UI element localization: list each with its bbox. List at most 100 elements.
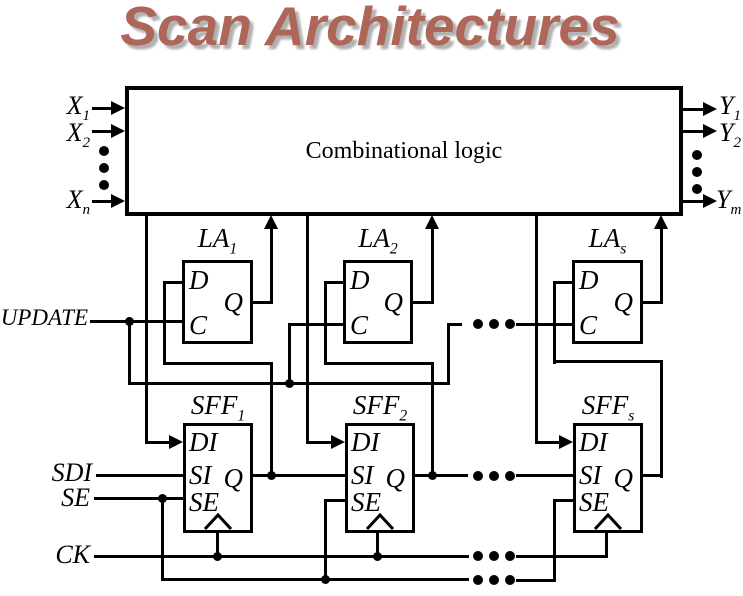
wire-feedback-s-down: [660, 360, 663, 478]
ellipsis-dot: [99, 163, 109, 173]
se-label: SE: [61, 483, 90, 512]
wire-ym: [683, 200, 705, 203]
latch-la1-box: D Q C: [182, 260, 253, 344]
wire-las-c-stub-right: [516, 323, 574, 326]
la2-label-sub: 2: [389, 240, 398, 258]
wire-se-distribution-right: [516, 579, 556, 582]
ellipsis-dot: [505, 551, 515, 561]
wire-dis-stub: [535, 441, 561, 444]
di2-arrowhead-icon: [331, 435, 345, 449]
wire-la1-q-out: [252, 301, 273, 304]
wire-feedback1-down: [270, 362, 273, 478]
wire-feedback2-h: [324, 362, 434, 365]
output-y2-label: Y2: [719, 118, 741, 150]
la2-port-c: C: [350, 310, 369, 340]
wire-cks-riser: [605, 531, 608, 558]
wire-las-d-stub: [553, 281, 574, 284]
output-y1-label: Y1: [719, 91, 741, 123]
junction-q2: [428, 471, 437, 480]
wire-comb-to-di2: [306, 214, 309, 444]
sffs-port-di: DI: [579, 427, 608, 457]
wire-q1-to-si2: [252, 474, 347, 477]
ellipsis-dot: [489, 551, 499, 561]
wire-las-q-up: [660, 226, 663, 304]
junction-update-dist: [285, 379, 294, 388]
ym-base: Y: [716, 185, 731, 214]
ellipsis-dot: [505, 319, 515, 329]
sff2-clock-triangle-icon: [365, 512, 395, 530]
sff1-clock-triangle-icon: [203, 512, 233, 530]
combinational-logic-label: Combinational logic: [305, 137, 503, 164]
junction-ck1: [213, 552, 222, 561]
sff1-label-sub: 1: [237, 407, 246, 425]
x2-arrowhead-icon: [111, 124, 125, 138]
las-port-d: D: [579, 265, 599, 295]
sff1-port-si: SI: [189, 460, 212, 490]
input-xn-label: Xn: [40, 185, 90, 217]
output-ym-label: Ym: [716, 185, 741, 217]
y2-sub: 2: [733, 135, 742, 152]
la1-label-sub: 1: [229, 240, 238, 258]
ellipsis-dot: [505, 575, 515, 585]
sff2-label-base: SFF: [352, 390, 400, 420]
sff2-port-di: DI: [351, 427, 380, 457]
wire-y1: [683, 108, 705, 111]
wire-la2-q-out: [412, 301, 434, 304]
las-label-base: LA: [588, 223, 621, 253]
wire-se-distribution: [161, 578, 469, 581]
latch-las-box: D Q C: [572, 260, 643, 344]
wire-sdi: [96, 474, 185, 477]
ym-arrowhead-icon: [703, 194, 717, 208]
y1-base: Y: [719, 91, 734, 120]
sffs-label-base: SFF: [581, 390, 629, 420]
di1-arrowhead-icon: [169, 435, 183, 449]
wire-las-c-riser: [447, 323, 450, 385]
las-label-sub: s: [620, 240, 627, 258]
wire-se2-stub: [324, 499, 347, 502]
y2-arrowhead-icon: [703, 124, 717, 138]
junction-ck2: [373, 552, 382, 561]
x2-sub: 2: [82, 135, 90, 152]
y1-arrowhead-icon: [703, 102, 717, 116]
y1-sub: 1: [733, 108, 742, 125]
wire-feedback-s-h: [553, 360, 663, 363]
sff2-port-q: Q: [385, 463, 406, 493]
wire-ses-riser: [553, 499, 556, 582]
ellipsis-dot: [489, 319, 499, 329]
ym-sub: m: [730, 202, 742, 219]
las-port-q: Q: [613, 287, 634, 317]
ck-label: CK: [55, 540, 90, 569]
las-label: LAs: [572, 223, 643, 256]
x1-sub: 1: [82, 108, 90, 125]
wire-la2-q-up: [431, 226, 434, 304]
la2-port-d: D: [350, 265, 370, 295]
wire-se1-drop: [161, 497, 164, 581]
ellipsis-dot: [692, 184, 702, 194]
la1-port-q: Q: [223, 287, 244, 317]
wire-la1-d-stub: [163, 281, 185, 284]
wire-feedback-s-up: [553, 281, 556, 364]
wire-xn: [92, 200, 114, 203]
wire-feedback2-up: [324, 281, 327, 365]
la1-label: LA1: [182, 223, 253, 256]
junction-se-dist: [321, 575, 330, 584]
wire-update-main: [90, 320, 185, 323]
wire-ck1-riser: [216, 531, 219, 558]
wire-la2-c-stub: [288, 323, 345, 326]
input-x2-label: X2: [40, 118, 90, 150]
sff2-port-se: SE: [351, 487, 381, 517]
x2-base: X: [66, 118, 83, 147]
ellipsis-dot: [489, 575, 499, 585]
wire-sis-stub: [516, 474, 575, 477]
wire-las-c-stub-left: [447, 323, 462, 326]
ellipsis-dot: [99, 180, 109, 190]
junction-q1: [267, 471, 276, 480]
wire-la1-q-up: [270, 226, 273, 304]
sffs-label: SFFs: [573, 390, 643, 423]
x1-arrowhead-icon: [111, 101, 125, 115]
la1-label-base: LA: [197, 223, 230, 253]
wire-x1: [92, 107, 114, 110]
xn-base: X: [66, 185, 83, 214]
wire-x2: [92, 130, 114, 133]
